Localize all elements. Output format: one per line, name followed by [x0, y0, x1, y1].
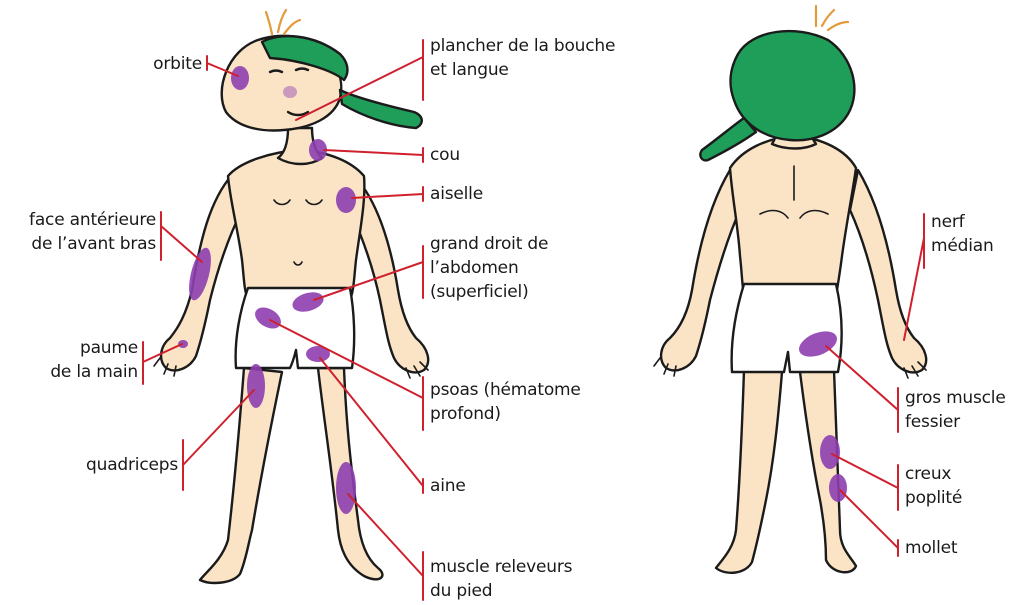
- label-nerf-median: nerf médian: [931, 210, 994, 258]
- bleeding-site-marker: [820, 435, 840, 469]
- front-hair: [266, 10, 300, 34]
- back-torso: [730, 136, 856, 296]
- label-grand-droit-abdomen: grand droit de l’abdomen (superficiel): [430, 232, 548, 304]
- front-cap-bill: [340, 90, 422, 128]
- back-legs: [716, 370, 856, 573]
- label-muscle-releveurs-pied: muscle releveurs du pied: [430, 555, 572, 603]
- label-creux-poplite: creux poplité: [905, 462, 962, 510]
- label-quadriceps: quadriceps: [40, 453, 178, 477]
- bleeding-site-marker: [283, 86, 297, 98]
- leader-line: [161, 212, 202, 262]
- label-gros-muscle-fessier: gros muscle fessier: [905, 386, 1006, 434]
- bleeding-site-marker: [336, 462, 356, 514]
- back-figure: [654, 6, 926, 573]
- back-hair: [816, 6, 848, 30]
- label-aiselle: aiselle: [430, 182, 483, 206]
- bleeding-site-marker: [829, 474, 847, 502]
- leader-line: [904, 214, 924, 340]
- bleeding-site-marker: [247, 364, 265, 408]
- bleeding-site-marker: [231, 66, 249, 90]
- label-orbite: orbite: [110, 52, 202, 76]
- bleeding-site-marker: [336, 187, 356, 213]
- label-aine: aine: [430, 474, 466, 498]
- leader-line: [840, 490, 898, 556]
- label-plancher-bouche: plancher de la bouche et langue: [430, 34, 615, 82]
- back-shorts: [732, 284, 842, 372]
- label-paume-main: paume de la main: [30, 336, 138, 384]
- label-face-anterieure-avant-bras: face antérieure de l’avant bras: [2, 208, 156, 256]
- label-cou: cou: [430, 143, 460, 167]
- label-psoas: psoas (hématome profond): [430, 378, 581, 426]
- label-mollet: mollet: [905, 536, 957, 560]
- front-torso: [228, 150, 364, 300]
